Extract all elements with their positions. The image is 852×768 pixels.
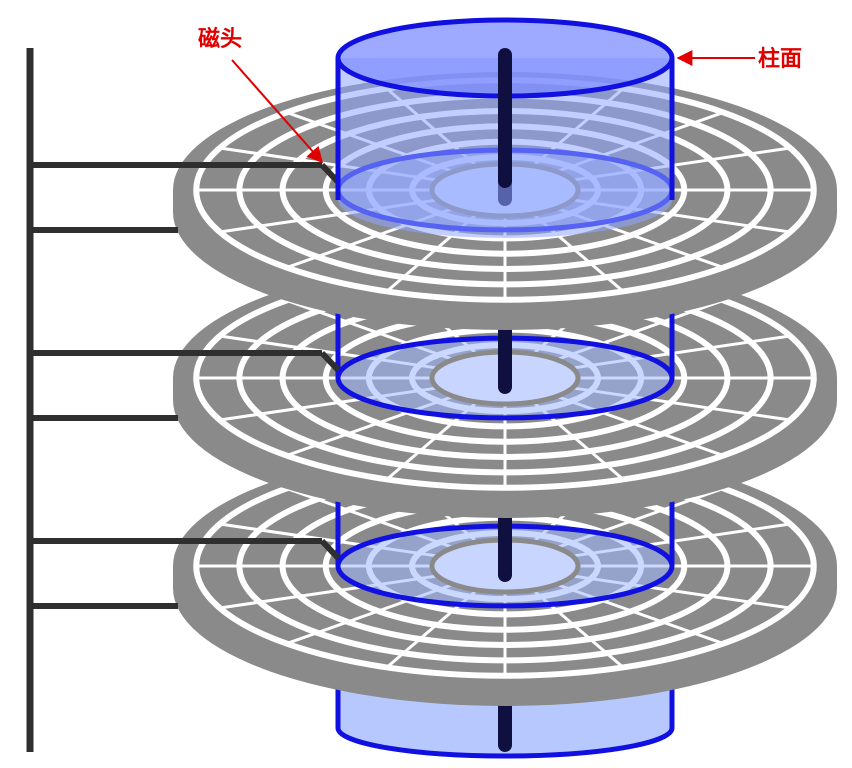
spindle [498,48,512,188]
head-label: 磁头 [198,26,242,52]
cylinder-annotation: 柱面 [678,47,802,72]
cylinder-label: 柱面 [758,47,802,72]
